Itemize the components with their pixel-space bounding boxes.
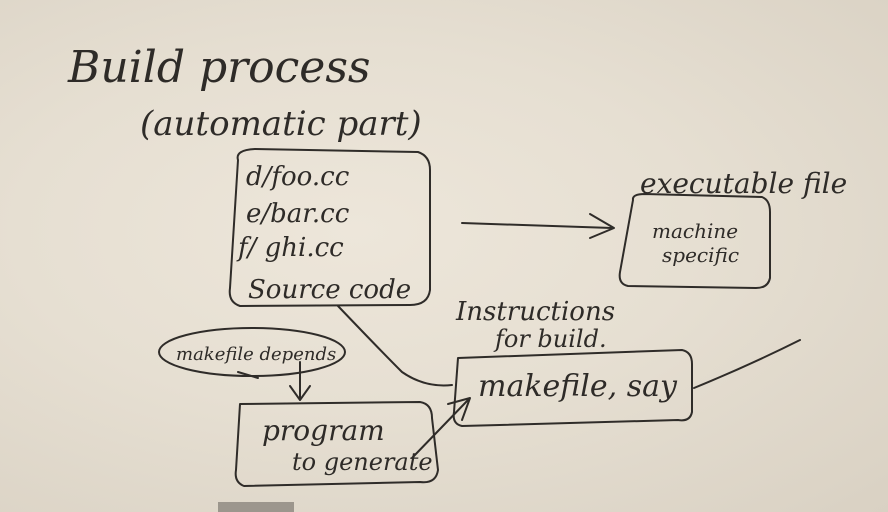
instructions-line-2: for build. [493,325,607,353]
title-text: Build process [67,42,371,93]
makefile-side-line [693,339,801,389]
source-file-2: e/bar.cc [246,199,350,229]
makefile-say-text: makefile, say [478,369,678,404]
depends-underline [237,371,259,379]
marker-tray [218,502,294,512]
subtitle-text: (automatic part) [140,104,422,144]
arrow-to-program-head [289,385,311,401]
executable-box [618,193,771,289]
arrow-head [589,213,615,239]
source-code-label: Source code [248,275,411,305]
makefile-box [452,349,693,427]
program-line-2: to generate [292,448,433,476]
makefile-to-program-arrow [411,399,469,459]
arrow-to-executable [461,222,613,229]
source-file-3: f/ ghi.cc [236,233,344,263]
machine-specific-line-2: specific [662,243,739,267]
makefile-to-program-head [447,397,471,421]
instructions-line-1: Instructions [455,297,615,327]
program-box [234,401,439,487]
makefile-depends-text: makefile depends [176,344,336,365]
source-code-box [228,148,431,307]
machine-specific-line-1: machine [652,219,738,243]
dependency-curve [337,305,453,387]
source-file-1: d/foo.cc [246,162,350,192]
program-line-1: program [262,414,385,447]
